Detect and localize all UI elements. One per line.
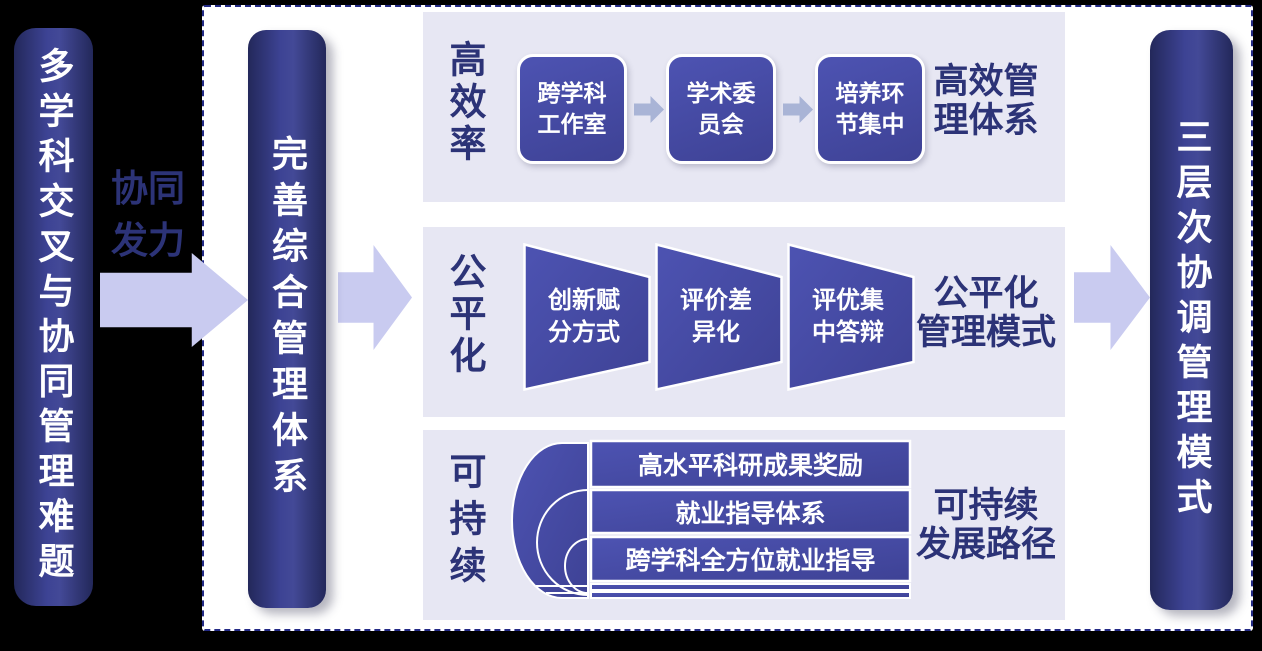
- link-label-line1: 协同: [111, 168, 185, 209]
- row2-funnel-2: 评价差异化: [655, 243, 783, 391]
- row1-node-3: 培养环节集中: [815, 54, 925, 164]
- row2-funnel-1-label: 创新赋分方式: [548, 287, 620, 346]
- link-label: 协同 发力: [98, 163, 198, 267]
- row3-bar-1-label: 高水平科研成果奖励: [637, 452, 863, 480]
- row2-side-label: 公平化: [444, 252, 485, 378]
- problem-pill: 多学科交叉与协同管理难题: [14, 28, 93, 606]
- result-pill-text: 三层次协调管理模式: [1171, 117, 1213, 523]
- row3-result-line2: 发展路径: [915, 525, 1056, 564]
- result-pill: 三层次协调管理模式: [1150, 30, 1233, 610]
- row3-result-label: 可持续 发展路径: [912, 486, 1060, 564]
- system-pill: 完善综合管理体系: [248, 30, 326, 608]
- row3-side-label: 可持续: [444, 452, 485, 593]
- system-pill-text: 完善综合管理体系: [267, 135, 308, 503]
- link-label-line2: 发力: [111, 220, 185, 261]
- funnel-shape: [655, 243, 783, 391]
- row2-result-label: 公平化 管理模式: [912, 274, 1060, 352]
- row2-funnel-3: 评优集中答辩: [787, 243, 915, 391]
- problem-pill-text: 多学科交叉与协同管理难题: [33, 47, 75, 587]
- row1-node-2: 学术委员会: [666, 54, 776, 164]
- stacked-bars-glyph: [511, 439, 912, 599]
- funnel-shape: [523, 243, 651, 391]
- row1-node-1: 跨学科工作室: [517, 54, 627, 164]
- row2-funnel-3-label: 评优集中答辩: [812, 287, 884, 346]
- row3-result-line1: 可持续: [933, 486, 1039, 525]
- row2-funnel-2-label: 评价差异化: [680, 287, 752, 346]
- row2-result-line2: 管理模式: [915, 313, 1056, 352]
- row1-side-label: 高效率: [444, 40, 485, 166]
- row2-funnel-1: 创新赋分方式: [523, 243, 651, 391]
- funnel-shape: [787, 243, 915, 391]
- row1-result-label: 高效管 理体系: [924, 62, 1048, 140]
- row2-result-line1: 公平化: [933, 274, 1039, 313]
- row3-bar-3-label: 跨学科全方位就业指导: [625, 547, 876, 575]
- row3-bar-2-label: 就业指导体系: [675, 499, 826, 528]
- row1-result-line1: 高效管: [933, 62, 1039, 101]
- row1-result-line2: 理体系: [933, 101, 1039, 140]
